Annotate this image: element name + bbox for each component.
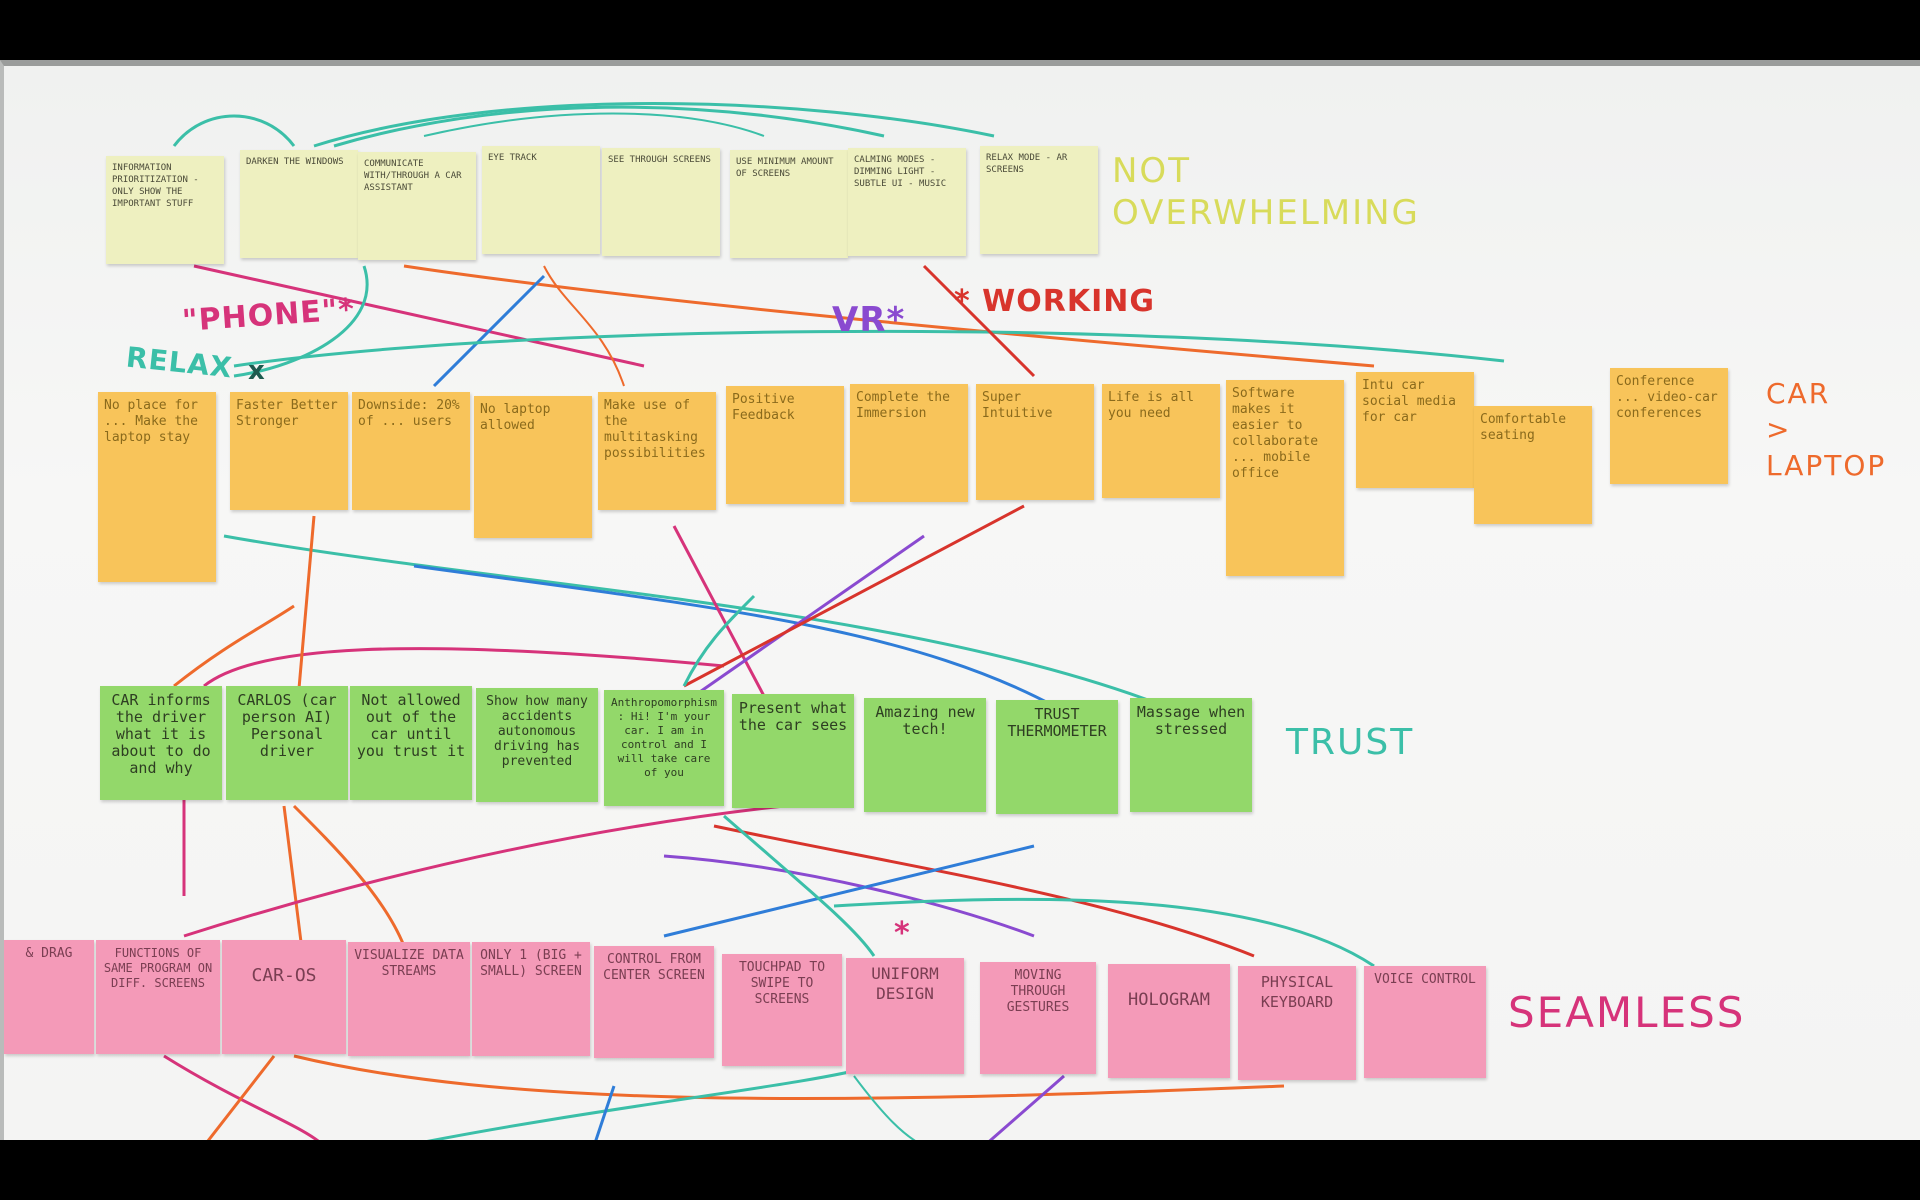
sticky-note-pink: Moving through gestures [980, 962, 1096, 1074]
letterbox-bottom [0, 1140, 1920, 1200]
category-label-trust: TRUST [1286, 722, 1415, 763]
marker-line [682, 594, 756, 687]
marker-connection-lines [163, 102, 1505, 1140]
marker-line [403, 264, 1375, 368]
marker-line [663, 844, 1035, 938]
marker-line [233, 265, 369, 378]
sticky-note-orange: Super Intuitive [976, 384, 1094, 500]
marker-line [203, 647, 725, 688]
marker-line [713, 824, 1255, 958]
sticky-note-yellow: Use minimum amount of screens [730, 150, 848, 258]
marker-line [206, 1055, 276, 1140]
sticky-note-yellow: Calming modes - dimming light - subtle U… [848, 148, 966, 256]
marker-line [313, 102, 995, 148]
sticky-note-green: Not allowed out of the car until you tru… [350, 686, 472, 800]
marker-line [172, 114, 296, 147]
marker-line [233, 329, 1505, 368]
marker-line [423, 112, 765, 137]
marker-line [413, 564, 1055, 708]
sticky-note-pink: Uniform design [846, 958, 964, 1074]
marker-line [543, 265, 625, 387]
marker-line [432, 274, 546, 388]
marker-line [183, 804, 785, 938]
marker-line [693, 534, 925, 698]
car-laptop-line1: CAR [1766, 377, 1831, 410]
annotation-relax-x: x [248, 356, 266, 386]
sticky-note-orange: Intu car social media for car [1356, 372, 1474, 488]
sticky-note-green: Show how many accidents autonomous drivi… [476, 688, 598, 802]
sticky-note-green: Present what the car sees [732, 694, 854, 808]
marker-line [426, 1064, 875, 1140]
sticky-note-pink: Touchpad to swipe to screens [722, 954, 842, 1066]
sticky-note-yellow: Relax mode - AR screens [980, 146, 1098, 254]
sticky-note-yellow: Information prioritization - only show t… [106, 156, 224, 264]
marker-line [292, 804, 406, 947]
sticky-note-green: TRUST THERMOMETER [996, 700, 1118, 814]
sticky-note-yellow: Communicate with/through a car assistant [358, 152, 476, 260]
marker-line [663, 854, 1035, 938]
sticky-note-yellow: Eye track [482, 146, 600, 254]
marker-line [193, 264, 645, 368]
marker-line [594, 1085, 616, 1140]
sticky-note-yellow: Darken the windows [240, 150, 358, 258]
marker-line [173, 604, 295, 688]
marker-line [163, 1054, 320, 1140]
marker-line [282, 805, 306, 967]
marker-line [723, 814, 876, 957]
marker-line [853, 1075, 916, 1140]
marker-line [333, 105, 885, 148]
sticky-note-orange: Software makes it easier to collaborate … [1226, 380, 1344, 576]
sticky-note-orange: Life is all you need [1102, 384, 1220, 498]
sticky-note-pink: Only 1 (big + small) screen [472, 942, 590, 1056]
sticky-note-pink: Visualize data streams [348, 942, 470, 1056]
annotation-working: * WORKING [954, 284, 1155, 319]
marker-line [833, 897, 1375, 968]
sticky-note-pink: CAR-OS [222, 940, 346, 1054]
marker-line [223, 534, 1165, 708]
category-label-seamless: SEAMLESS [1508, 988, 1746, 1037]
sticky-note-orange: No place for ... Make the laptop stay [98, 392, 216, 582]
sticky-note-yellow: See through screens [602, 148, 720, 256]
marker-line [988, 1074, 1065, 1140]
car-laptop-line3: LAPTOP [1766, 449, 1887, 482]
sticky-note-orange: Comfortable seating [1474, 406, 1592, 524]
car-laptop-line2: > [1766, 413, 1792, 446]
sticky-note-pink: Control from center screen [594, 946, 714, 1058]
sticky-note-green: Amazing new tech! [864, 698, 986, 812]
category-label-not-overwhelming: NOT OVERWHELMING [1112, 151, 1420, 233]
annotation-vr: VR* [832, 300, 906, 340]
marker-line [672, 525, 766, 697]
sticky-note-orange: No laptop allowed [474, 396, 592, 538]
whiteboard: Information prioritization - only show t… [0, 60, 1920, 1140]
sticky-note-pink: & DRAG [4, 940, 94, 1054]
marker-line [922, 264, 1036, 378]
marker-line [683, 504, 1025, 688]
sticky-note-pink: Voice control [1364, 966, 1486, 1078]
sticky-note-orange: Positive Feedback [726, 386, 844, 504]
sticky-note-orange: Conference ... video-car conferences [1610, 368, 1728, 484]
sticky-note-green: Anthropomorphism: Hi! I'm your car. I am… [604, 690, 724, 806]
sticky-note-pink: Hologram [1108, 964, 1230, 1078]
sticky-note-green: Massage when stressed [1130, 698, 1252, 812]
sticky-note-pink: Physical keyboard [1238, 966, 1356, 1080]
sticky-note-orange: Faster Better Stronger [230, 392, 348, 510]
annotation-star: * [894, 916, 911, 951]
sticky-note-green: CARLOS (car person AI) Personal driver [226, 686, 348, 800]
sticky-note-orange: Complete the Immersion [850, 384, 968, 502]
sticky-note-green: CAR informs the driver what it is about … [100, 686, 222, 800]
category-label-car-laptop: CAR > LAPTOP [1766, 376, 1886, 484]
sticky-note-pink: Functions of same program on diff. scree… [96, 940, 220, 1054]
sticky-note-orange: Make use of the multitasking possibiliti… [598, 392, 716, 510]
sticky-note-orange: Downside: 20% of ... users [352, 392, 470, 510]
